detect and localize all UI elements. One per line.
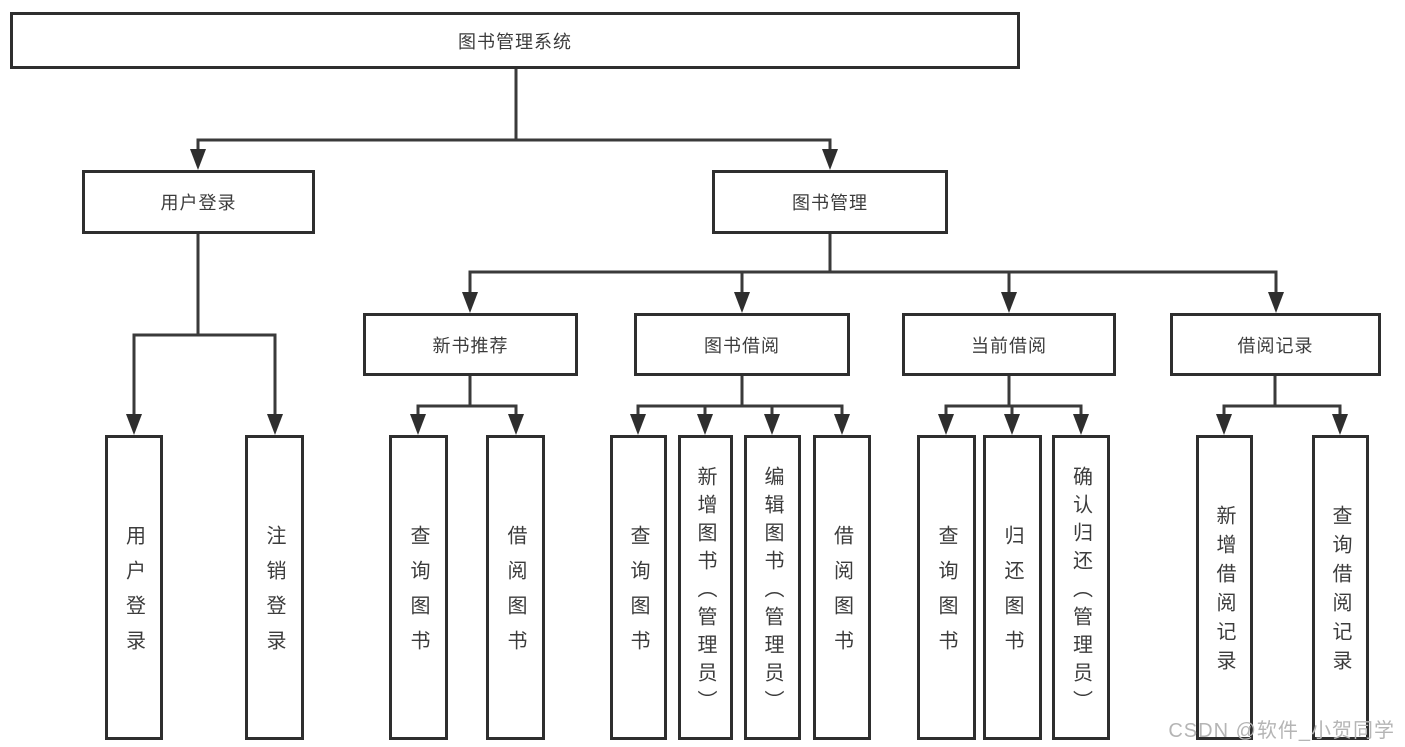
node-book-management-label: 图书管理 <box>792 193 868 213</box>
node-leaf-query-books-recommend: 查询图书 <box>389 435 448 740</box>
node-leaf-query-borrow-record-label: 查询借阅记录 <box>1329 505 1351 679</box>
node-leaf-add-borrow-record-label: 新增借阅记录 <box>1213 505 1235 679</box>
node-leaf-query-books-borrow-label: 查询图书 <box>627 525 649 665</box>
node-root: 图书管理系统 <box>10 12 1020 69</box>
node-user-login: 用户登录 <box>82 170 315 234</box>
node-book-borrow-label: 图书借阅 <box>704 335 780 356</box>
node-leaf-return-books-label: 归还图书 <box>1001 525 1023 665</box>
node-leaf-user-login-label: 用户登录 <box>122 525 145 665</box>
node-root-label: 图书管理系统 <box>458 31 572 52</box>
node-leaf-edit-books-admin: 编辑图书（管理员） <box>744 435 801 740</box>
node-leaf-query-books-recommend-label: 查询图书 <box>407 525 429 665</box>
node-leaf-user-login: 用户登录 <box>105 435 163 740</box>
node-user-login-label: 用户登录 <box>160 193 237 213</box>
node-leaf-borrow-books-label: 借阅图书 <box>830 525 853 665</box>
node-leaf-query-books-current: 查询图书 <box>917 435 976 740</box>
node-leaf-borrow-books-recommend: 借阅图书 <box>486 435 545 740</box>
node-book-borrow: 图书借阅 <box>634 313 850 376</box>
node-leaf-logout-label: 注销登录 <box>263 525 285 665</box>
node-new-book-recommend-label: 新书推荐 <box>432 335 509 356</box>
node-leaf-add-books-admin: 新增图书（管理员） <box>678 435 733 740</box>
node-leaf-confirm-return-admin: 确认归还（管理员） <box>1052 435 1110 740</box>
node-leaf-query-books-borrow: 查询图书 <box>610 435 667 740</box>
node-new-book-recommend: 新书推荐 <box>363 313 578 376</box>
node-leaf-logout: 注销登录 <box>245 435 304 740</box>
node-leaf-confirm-return-admin-label: 确认归还（管理员） <box>1069 465 1092 718</box>
node-leaf-borrow-books-recommend-label: 借阅图书 <box>504 525 526 665</box>
node-borrow-records-label: 借阅记录 <box>1237 335 1314 356</box>
node-current-borrow-label: 当前借阅 <box>971 335 1047 356</box>
node-leaf-edit-books-admin-label: 编辑图书（管理员） <box>761 465 783 718</box>
node-leaf-add-borrow-record: 新增借阅记录 <box>1196 435 1253 740</box>
node-leaf-query-borrow-record: 查询借阅记录 <box>1312 435 1369 740</box>
node-current-borrow: 当前借阅 <box>902 313 1116 376</box>
node-borrow-records: 借阅记录 <box>1170 313 1381 376</box>
node-leaf-query-books-current-label: 查询图书 <box>935 525 957 665</box>
node-book-management: 图书管理 <box>712 170 948 234</box>
node-leaf-add-books-admin-label: 新增图书（管理员） <box>694 465 716 718</box>
node-leaf-borrow-books: 借阅图书 <box>813 435 871 740</box>
node-leaf-return-books: 归还图书 <box>983 435 1042 740</box>
